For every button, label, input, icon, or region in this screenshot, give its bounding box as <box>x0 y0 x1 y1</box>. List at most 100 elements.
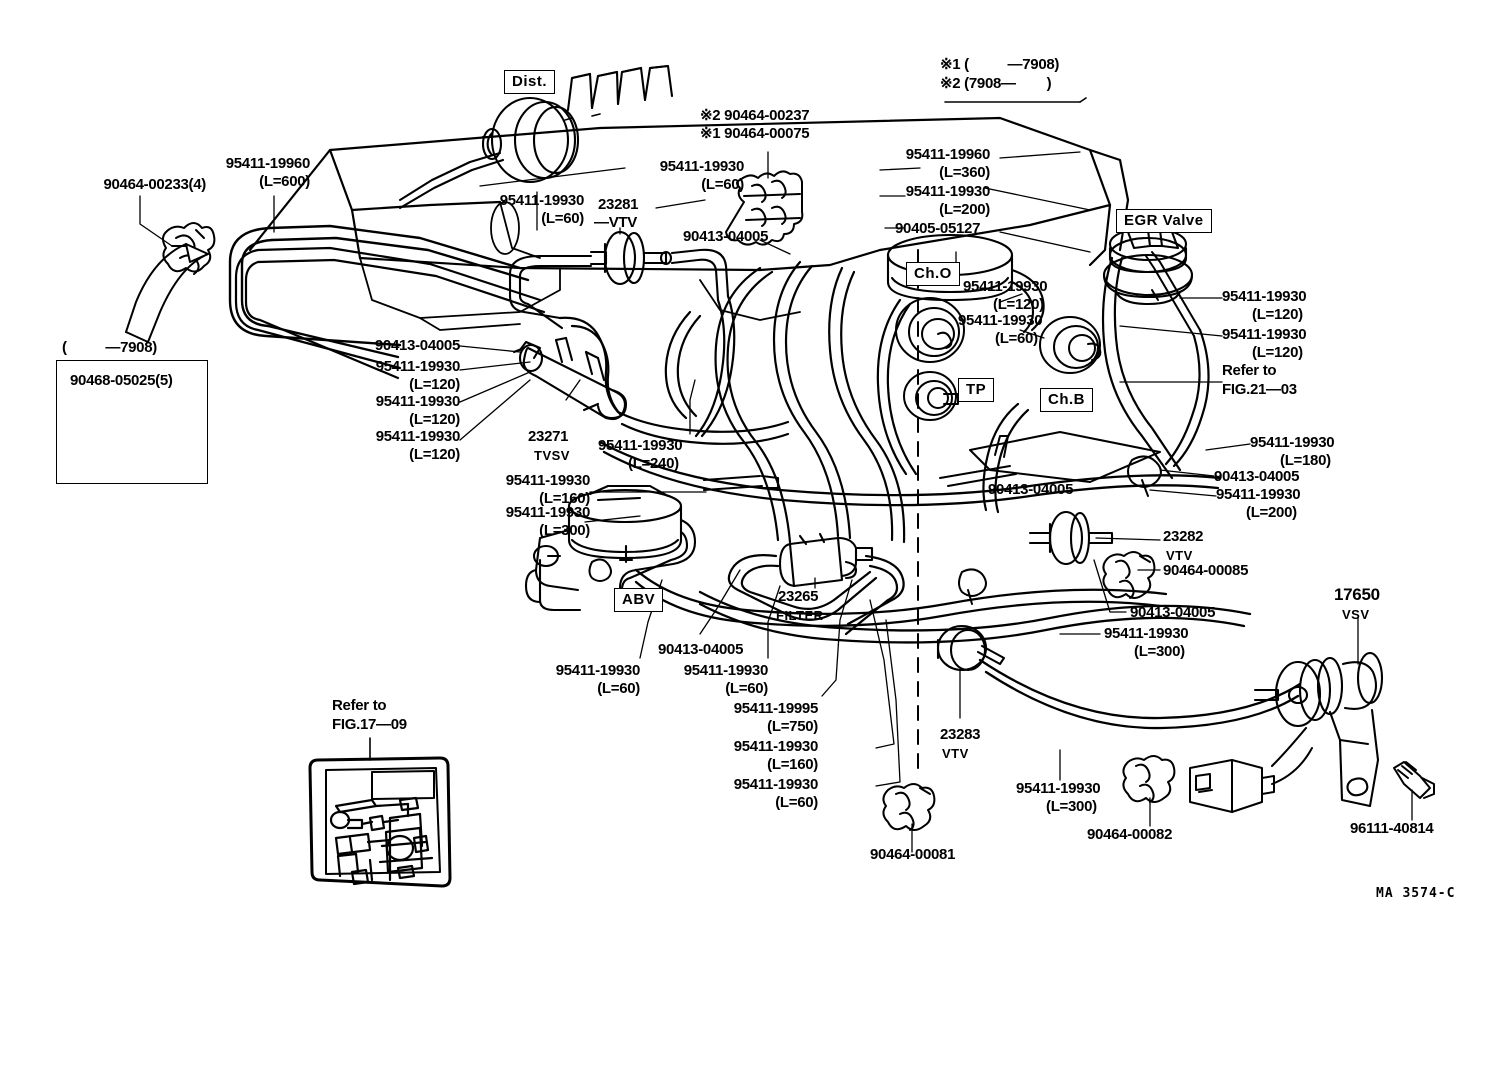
clip-90464-00085 <box>1102 551 1156 599</box>
hose-bundle <box>558 260 918 544</box>
callout-17650-sub: VSV <box>1342 607 1370 622</box>
boxed-label-ch-b: Ch.B <box>1040 388 1093 412</box>
callout-95411-19930-120-b: 95411-19930 <box>1222 288 1307 305</box>
callout-90413-04005-b: 90413-04005 <box>374 337 460 354</box>
callout-95411-19930-240-sub: (L=240) <box>628 455 679 472</box>
callout-95411-19930-200-b-sub: (L=200) <box>1246 504 1297 521</box>
callout-95411-19930-120-a: 95411-19930 <box>963 278 1048 295</box>
distributor-towers <box>566 64 674 112</box>
hose-19960-600 <box>228 224 530 359</box>
clip-arrow <box>125 243 209 343</box>
callout-95411-19930-160-b: 95411-19930 <box>733 738 819 755</box>
vtv-23282 <box>1028 510 1114 566</box>
boxed-label-dist: Dist. <box>504 70 556 94</box>
callout-96111-40814: 96111-40814 <box>1350 820 1434 837</box>
callout-95411-19930-120-b-sub: (L=120) <box>1252 306 1303 323</box>
callout-95411-19930-300-b-sub: (L=300) <box>1134 643 1185 660</box>
callout-95411-19930-60-b: 95411-19930 <box>659 158 745 175</box>
callout-90464-00233: 90464-00233(4) <box>103 176 206 193</box>
callout-95411-19930-200-a: 95411-19930 <box>905 183 991 200</box>
diaphragm-right <box>1039 316 1102 374</box>
callout-90413-04005-d: 90413-04005 <box>988 481 1074 498</box>
callout-95411-19960-360-sub: (L=360) <box>939 164 990 181</box>
boxed-label-abv: ABV <box>614 588 664 612</box>
callout-95411-19930-200-b: 95411-19930 <box>1216 486 1301 503</box>
callout-95411-19930-120-d-sub: (L=120) <box>409 376 460 393</box>
diaphragm-tp <box>903 371 959 421</box>
inset-frame <box>56 360 208 484</box>
callout-23282-sub: VTV <box>1166 548 1193 563</box>
callout-95411-19930-60-d: 95411-19930 <box>555 662 641 679</box>
note-2: ※2 (7908— ) <box>940 75 1052 92</box>
ecu-module <box>308 756 452 888</box>
callout-90413-04005-a: 90413-04005 <box>683 228 769 245</box>
callout-95411-19930-120-c-sub: (L=120) <box>1252 344 1303 361</box>
callout-95411-19930-240: 95411-19930 <box>598 437 683 454</box>
callout-90464-00237: ※2 90464-00237 <box>700 107 810 124</box>
callout-95411-19930-180-sub: (L=180) <box>1280 452 1331 469</box>
callout-95411-19930-300-a: 95411-19930 <box>505 504 591 521</box>
callout-95411-19930-160-a-sub: (L=160) <box>539 490 590 507</box>
electrical-connector <box>1189 747 1313 813</box>
callout-95411-19930-60-f-sub: (L=60) <box>775 794 818 811</box>
callout-95411-19930-60-e: 95411-19930 <box>683 662 769 679</box>
callout-95411-19930-60-f: 95411-19930 <box>733 776 819 793</box>
callout-95411-19960-360: 95411-19960 <box>905 146 991 163</box>
callout-23271: 23271 <box>528 428 569 445</box>
callout-90405-05127: 90405-05127 <box>895 220 981 237</box>
inset-range-label: ( —7908) <box>62 339 157 356</box>
callout-90464-00085: 90464-00085 <box>1163 562 1249 579</box>
callout-95411-19930-60-e-sub: (L=60) <box>725 680 768 697</box>
tvsv-23271 <box>512 336 628 421</box>
callout-95411-19930-120-f: 95411-19930 <box>375 428 461 445</box>
callout-90464-00081: 90464-00081 <box>870 846 956 863</box>
refer-fig-17-09-line1: Refer to <box>332 697 387 714</box>
vsv-17650 <box>1253 651 1384 808</box>
callout-95411-19930-120-e: 95411-19930 <box>375 393 461 410</box>
callout-95411-19995-750: 95411-19995 <box>733 700 819 717</box>
callout-23265-sub: FILTER <box>776 608 824 623</box>
callout-95411-19960-600-sub: (L=600) <box>259 173 310 190</box>
callout-95411-19995-750-sub: (L=750) <box>767 718 818 735</box>
clip-90464-00082 <box>1122 755 1176 803</box>
callout-95411-19930-180: 95411-19930 <box>1250 434 1335 451</box>
callout-23283: 23283 <box>940 726 981 743</box>
callout-95411-19930-160-a: 95411-19930 <box>505 472 591 489</box>
lower-long-hoses <box>598 440 1302 730</box>
refer-fig-17-09-line2: FIG.17—09 <box>332 716 407 733</box>
bolt-96111 <box>1393 761 1435 799</box>
vtv-23281 <box>589 230 673 286</box>
callout-90464-00075: ※1 90464-00075 <box>700 125 810 142</box>
right-side-hoses <box>1101 256 1210 480</box>
callout-95411-19930-60-c: 95411-19930 <box>958 312 1043 329</box>
boxed-label-egr-valve: EGR Valve <box>1116 209 1212 233</box>
callout-17650: 17650 <box>1334 585 1380 604</box>
callout-90464-00082: 90464-00082 <box>1087 826 1173 843</box>
callout-23281-sub: —VTV <box>594 214 637 231</box>
inset-part-number: 90468-05025(5) <box>70 372 173 389</box>
callout-23265: 23265 <box>778 588 819 605</box>
abv-valve <box>524 484 683 612</box>
callout-95411-19930-200-a-sub: (L=200) <box>939 201 990 218</box>
leader-lines <box>139 151 1413 853</box>
boxed-label-ch-o: Ch.O <box>906 262 960 286</box>
callout-95411-19930-120-c: 95411-19930 <box>1222 326 1307 343</box>
callout-23271-sub: TVSV <box>534 448 570 463</box>
callout-95411-19930-120-e-sub: (L=120) <box>409 411 460 428</box>
bracket-plate <box>939 431 1161 487</box>
ecu-internal-circuit <box>329 796 434 886</box>
callout-23281: 23281 <box>598 196 639 213</box>
callout-95411-19930-300-b: 95411-19930 <box>1104 625 1189 642</box>
callout-90413-04005-f: 90413-04005 <box>658 641 744 658</box>
callout-95411-19930-120-d: 95411-19930 <box>375 358 461 375</box>
callout-95411-19930-120-f-sub: (L=120) <box>409 446 460 463</box>
callout-95411-19960-600: 95411-19960 <box>225 155 311 172</box>
clip-90464-00081 <box>882 783 936 831</box>
callout-23282: 23282 <box>1163 528 1204 545</box>
callout-95411-19930-120-a-sub: (L=120) <box>993 296 1044 313</box>
callout-95411-19930-300-c-sub: (L=300) <box>1046 798 1097 815</box>
callout-95411-19930-60-a: 95411-19930 <box>499 192 585 209</box>
refer-fig-21-03-line2: FIG.21—03 <box>1222 381 1297 398</box>
